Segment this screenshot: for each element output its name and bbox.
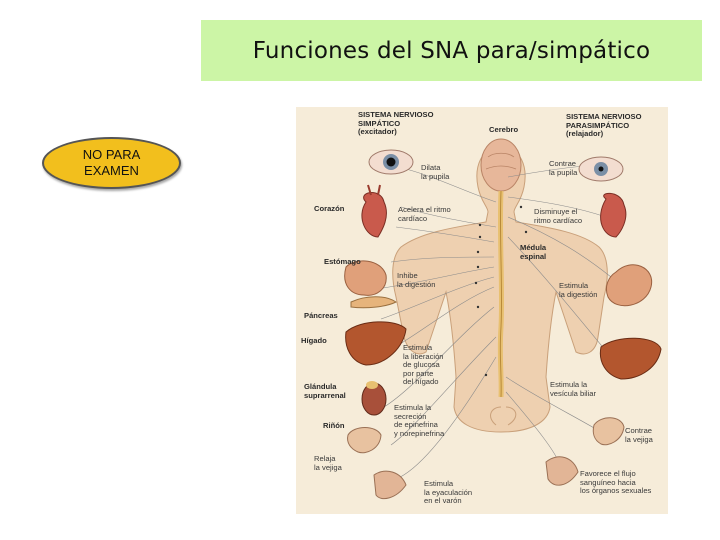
symp-ejaculation-effect: Estimula la eyaculación en el varón: [424, 479, 473, 506]
adrenal-label: Glándula suprarrenal: [304, 382, 346, 400]
right-bladder: [592, 417, 625, 446]
left-stomach: [344, 260, 387, 296]
title-banner: Funciones del SNA para/simpático: [201, 20, 702, 81]
symp-bladder-effect: Relaja la vejiga: [314, 454, 342, 472]
brain-label: Cerebro: [489, 125, 519, 134]
symp-digestion-effect: Inhibe la digestión: [397, 271, 436, 289]
ans-illustration: [344, 138, 662, 500]
ans-diagram: SISTEMA NERVIOSO SIMPÁTICO (excitador) S…: [296, 107, 668, 514]
para-pupil-effect: Contrae la pupila: [549, 159, 578, 177]
left-heart: [361, 184, 387, 238]
left-bladder: [347, 427, 382, 454]
left-pancreas: [350, 296, 397, 309]
not-for-exam-badge: NO PARA EXAMEN: [42, 137, 181, 189]
parasympathetic-header: SISTEMA NERVIOSO PARASIMPÁTICO (relajado…: [566, 112, 642, 139]
para-bladder-effect: Contrae la vejiga: [625, 426, 653, 444]
sympathetic-header: SISTEMA NERVIOSO SIMPÁTICO (excitador): [358, 110, 434, 137]
stomach-label: Estómago: [324, 257, 361, 266]
para-digestion-effect: Estimula la digestión: [559, 281, 598, 299]
ganglia: [474, 205, 528, 377]
slide-title: Funciones del SNA para/simpático: [252, 37, 651, 64]
symp-heart-effect: Acelera el ritmo cardíaco: [398, 205, 451, 223]
right-heart: [600, 192, 627, 238]
pancreas-label: Páncreas: [304, 311, 338, 320]
kidney-label: Riñón: [323, 421, 345, 430]
right-genitals: [545, 456, 579, 486]
symp-glucose-effect: Estimula la liberación de glucosa por pa…: [403, 343, 444, 387]
symp-adrenaline-effect: Estimula la secreción de epinefrina y no…: [394, 403, 445, 438]
para-gallbladder-effect: Estimula la vesícula biliar: [550, 380, 597, 398]
right-stomach: [605, 264, 653, 307]
left-genitals: [373, 470, 407, 500]
right-eye: [578, 156, 624, 182]
left-eye: [368, 149, 414, 175]
symp-pupil-effect: Dilata la pupila: [421, 163, 450, 181]
liver-label: Hígado: [301, 336, 327, 345]
para-bloodflow-effect: Favorece el flujo sanguíneo hacia los ór…: [580, 469, 652, 496]
para-heart-effect: Disminuye el ritmo cardíaco: [534, 207, 583, 225]
brain-shape: [480, 138, 522, 192]
right-liver: [599, 337, 662, 380]
left-liver: [345, 321, 407, 366]
left-kidney: [361, 381, 387, 416]
spinal-cord-label: Médula espinal: [520, 243, 547, 261]
heart-label: Corazón: [314, 204, 345, 213]
